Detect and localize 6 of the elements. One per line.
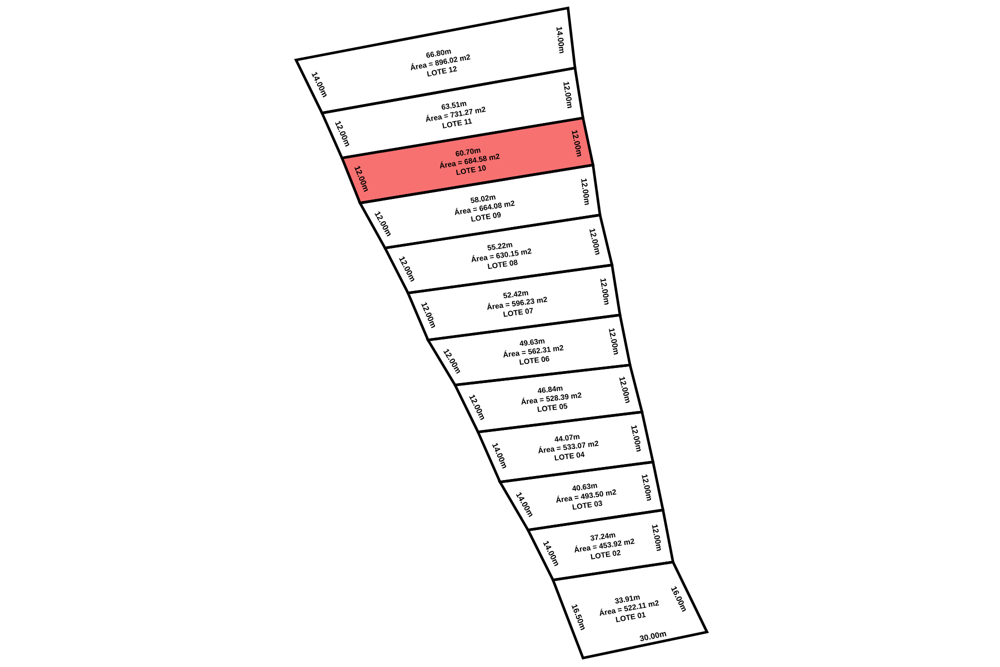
dimension-label: 12.00m	[563, 82, 572, 108]
dimension-label: 12.00m	[572, 130, 582, 157]
dimension-label: 30.00m	[640, 632, 666, 642]
dimension-label: 12.00m	[581, 178, 590, 206]
dimension-label: 16.50m	[572, 604, 585, 630]
dimension-label: 14.00m	[556, 26, 564, 54]
